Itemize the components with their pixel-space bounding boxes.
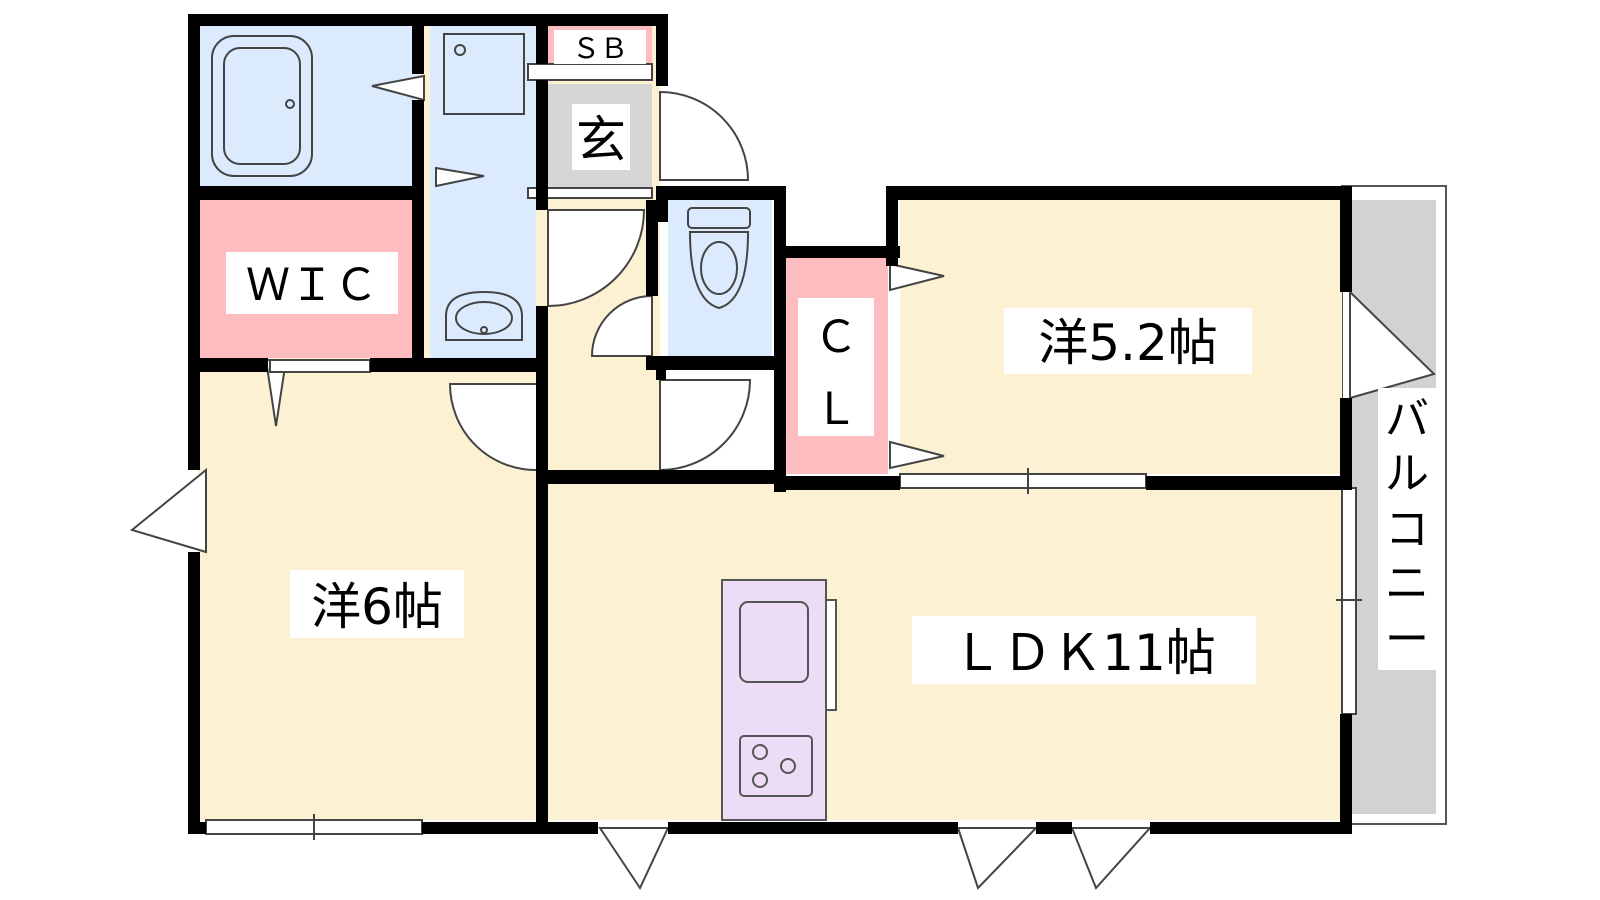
ldk-label: ＬＤＫ11帖 bbox=[952, 624, 1216, 682]
balcony-char-4: ニ bbox=[1385, 558, 1429, 609]
room52-label: 洋5.2帖 bbox=[1038, 314, 1218, 372]
room6-label-bg bbox=[290, 570, 464, 638]
sink-icon bbox=[445, 290, 523, 341]
wall-bottom-mid bbox=[668, 822, 958, 834]
toilet-door-icon bbox=[590, 294, 653, 357]
wall-left-upper bbox=[188, 14, 200, 470]
bathtub-icon bbox=[211, 35, 313, 177]
entrance-door-icon bbox=[659, 90, 750, 181]
balcony-label: バ ル コ ニ ー bbox=[1385, 394, 1429, 665]
balcony-char-1: バ bbox=[1385, 394, 1429, 445]
wall-bottom-right bbox=[1150, 822, 1352, 834]
room6-label: 洋6帖 bbox=[311, 578, 443, 636]
stove-icon bbox=[739, 735, 813, 797]
ldk-window-right-icon bbox=[1070, 827, 1153, 890]
door-swings bbox=[129, 90, 1436, 891]
fold-marks bbox=[264, 74, 945, 470]
ldk-window-left-icon bbox=[598, 827, 670, 891]
ldk-door-icon bbox=[659, 379, 752, 472]
window-frames bbox=[205, 63, 1362, 840]
balcony-label-bg bbox=[1378, 388, 1436, 670]
wall-left-lower bbox=[188, 552, 200, 834]
sb-label: ＳＢ bbox=[572, 32, 628, 65]
genkan-label: 玄 bbox=[576, 111, 626, 169]
washroom-door-icon bbox=[547, 209, 646, 308]
ldk-window-mid-icon bbox=[956, 827, 1039, 890]
wall-top bbox=[188, 14, 668, 26]
balcony-door-icon bbox=[1349, 289, 1436, 400]
ldk-label-bg bbox=[912, 616, 1256, 684]
wall-room52-top bbox=[886, 186, 1352, 200]
wic-label: ＷＩＣ bbox=[246, 260, 378, 311]
walls bbox=[188, 14, 1352, 834]
toilet-icon bbox=[687, 207, 751, 310]
kitchen-sink-icon bbox=[739, 601, 809, 683]
room52-label-bg bbox=[1004, 308, 1252, 374]
toilet-room bbox=[668, 200, 772, 358]
balcony-char-2: ル bbox=[1385, 448, 1429, 499]
wall-entrance-top bbox=[656, 14, 668, 86]
wall-bottom-left bbox=[422, 822, 598, 834]
room6-door-icon bbox=[448, 383, 539, 472]
wall-right-lower bbox=[1340, 714, 1352, 834]
wall-right-mid bbox=[1340, 398, 1352, 488]
washing-machine-icon bbox=[443, 33, 525, 115]
balcony-char-5: ー bbox=[1385, 614, 1429, 665]
genkan-label-bg bbox=[572, 104, 630, 170]
sb-label-bg bbox=[554, 30, 646, 64]
wic-label-bg bbox=[226, 252, 398, 314]
bathroom bbox=[198, 24, 420, 189]
room6-window-icon bbox=[129, 467, 207, 554]
wall-right-upper bbox=[1340, 186, 1352, 292]
cl-label-bg bbox=[798, 298, 874, 436]
closet-c-label: Ｃ bbox=[814, 312, 858, 363]
balcony-char-3: コ bbox=[1385, 504, 1429, 555]
closet-l-label: Ｌ bbox=[814, 384, 858, 435]
kitchen-counter bbox=[721, 579, 837, 821]
